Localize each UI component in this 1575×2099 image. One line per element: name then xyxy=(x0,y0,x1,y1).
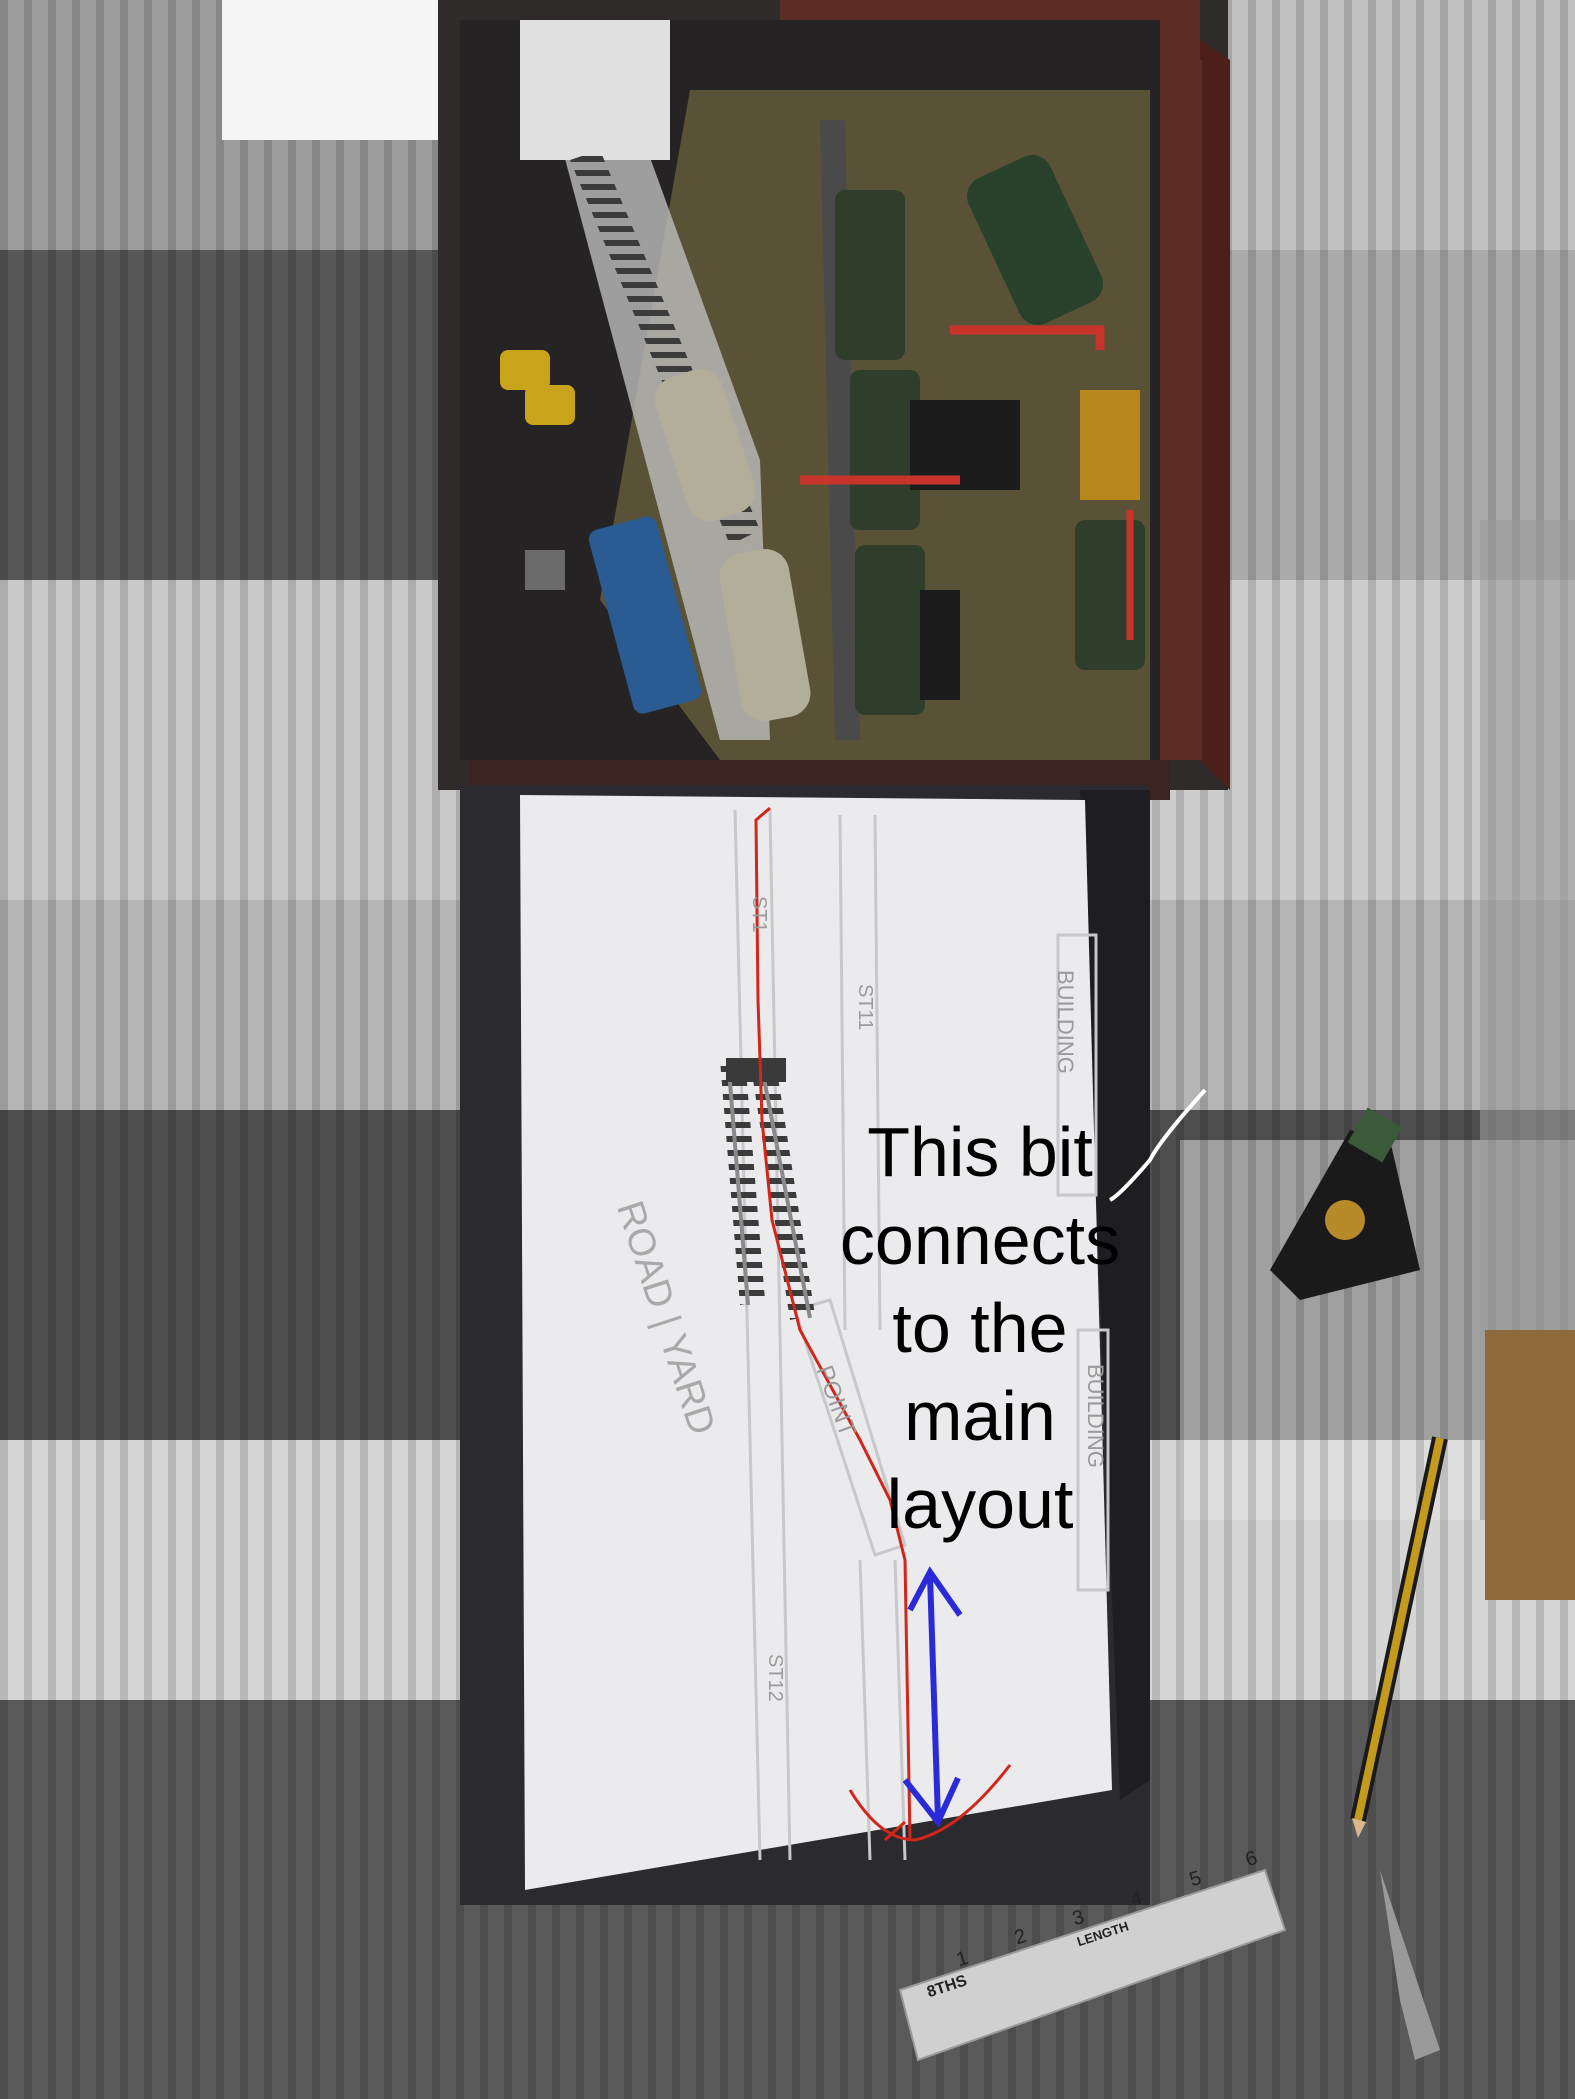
white-connector-line xyxy=(1108,1088,1207,1202)
paper-sheet-corner xyxy=(222,0,450,140)
wooden-block xyxy=(1485,1330,1575,1600)
annotation-line-4: main xyxy=(904,1377,1056,1455)
planning-paper xyxy=(520,795,1112,1890)
annotation-line-2: connects xyxy=(839,1201,1121,1279)
track-label-st12: ST12 xyxy=(764,1654,786,1702)
red-track-line xyxy=(754,806,912,1841)
building-label-top: BUILDING xyxy=(1053,970,1078,1074)
blue-double-arrow xyxy=(902,1566,963,1828)
diorama-box xyxy=(438,0,1230,800)
track-label-st1: ST1 xyxy=(748,896,770,933)
red-cross-mark xyxy=(848,1764,1012,1842)
track-label-st11: ST11 xyxy=(854,984,876,1031)
annotation-line-1: This bit xyxy=(867,1113,1093,1191)
model-point-track xyxy=(720,1057,815,1320)
combination-square-tool xyxy=(1270,1107,1420,1300)
annotation-line-3: to the xyxy=(892,1289,1068,1367)
pencil xyxy=(1350,1436,1448,1838)
annotation-line-5: layout xyxy=(886,1465,1074,1543)
steel-ruler xyxy=(898,1868,1287,2062)
scissors-blade xyxy=(1380,1870,1440,2060)
annotation-text: This bit connects to the main layout xyxy=(800,1108,1160,1548)
